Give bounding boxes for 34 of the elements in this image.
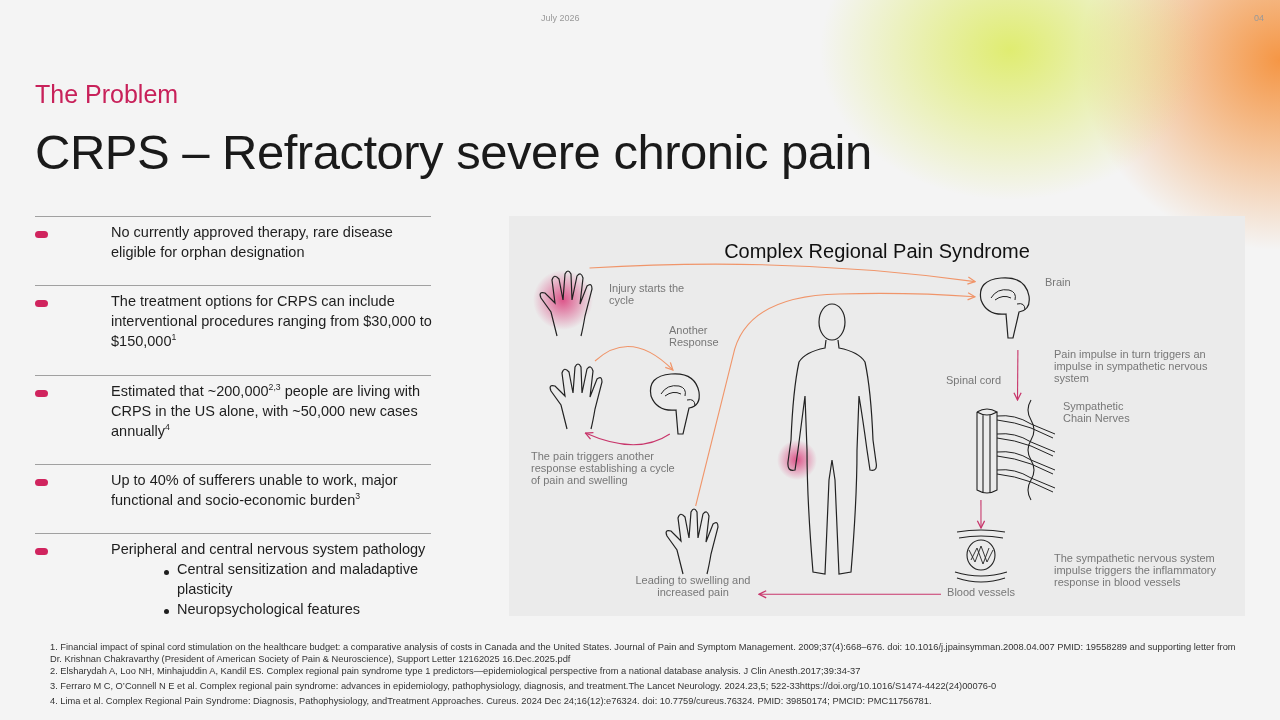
arrow [695,292,976,507]
arrow [1013,349,1022,401]
page-number: 04 [1253,13,1264,23]
footnote-text: 3. Ferraro M C, O’Connell N E et al. Complex regional pain syndrome: advances in epidemiology, pathophysiology, diagnosis, and treatment.The Lancet Neurology. 2024.23,5; 522-33https://doi.org/10.1016/S1474-4422(24)00076-0 [50,680,998,692]
caption-text: Injury starts the cycle [609,282,686,306]
caption-text: Brain [1045,276,1072,288]
caption-text: Leading to swelling and increased pain [634,574,752,598]
footnote-text: 4. Lima et al. Complex Regional Pain Syndrome: Diagnosis, Pathophysiology, andTreatment Approaches. Cureus. 2024 Dec 24;16(12):e76324. doi: 10.7759/cureus.76324. PMID: 39850174; PMCID: PMC11756781. [50,695,933,707]
bullet-text: The treatment options for CRPS can include interventional procedures ranging from $30,000 to $150,000$^{1}$ [111,292,433,351]
arrow [594,345,674,371]
caption-text: Blood vessels [946,586,1016,598]
caption-text: Sympathetic Chain Nerves [1063,400,1131,424]
footnote-text: 1. Financial impact of spinal cord stimulation on the healthcare budget: a comparative analysis of costs in Canada and the United States. Journal of Pain and Symptom Management. 2009;37(4):668–676. doi: 10.1016/j.jpainsymman.2008.04.007 PMID: 19558289 and supporting letter from Dr. Krishnan Chakravarthy (President of American Society of Pain & Neuroscience), Support Letter 12162025 16.Dec.2025.pdf [50,641,1237,665]
arrow [758,590,942,599]
date-text: July 2026 [541,13,580,23]
slide-title: CRPS – Refractory severe chronic pain [35,124,872,180]
section-heading: The Problem [35,80,180,109]
bullet-text: Estimated that ~200,000$^{2,3}$ people are living with CRPS in the US alone, with ~50,000 new cases annually$^{4}$ [111,381,422,441]
diagram-heading: Complex Regional Pain Syndrome [723,240,1031,263]
bullet-text: Neuropsychological features [177,600,361,619]
annotation-text: The sympathetic nervous system impulse triggers the inflammatory response in blood vessels [1054,552,1217,588]
diagram-panel [509,216,1245,616]
bullet-text: Up to 40% of sufferers unable to work, major functional and socio-economic burden$^{3}$ [111,471,399,510]
bullet-text: Central sensitization and maladaptive plasticity [177,560,419,599]
arrow [584,431,671,446]
footnote-text: 2. Elsharydah A, Loo NH, Minhajuddin A, Kandil ES. Complex regional pain syndrome type 1 predictors—epidemiological perspective from a national database analysis. J Clin Anesth.2017;39:34-37 [50,665,862,677]
annotation-text: Pain impulse in turn triggers an impulse in sympathetic nervous system [1054,348,1209,384]
bullet-text: No currently approved therapy, rare disease eligible for orphan designation [111,223,394,262]
edge-label: Spinal cord [946,374,1003,386]
arrow [588,263,976,285]
arrow [976,499,986,529]
edge-label: The pain triggers another response establishing a cycle of pain and swelling [531,450,676,486]
bullet-text: Peripheral and central nervous system pathology [111,540,427,559]
edge-label: Another Response [669,324,720,348]
